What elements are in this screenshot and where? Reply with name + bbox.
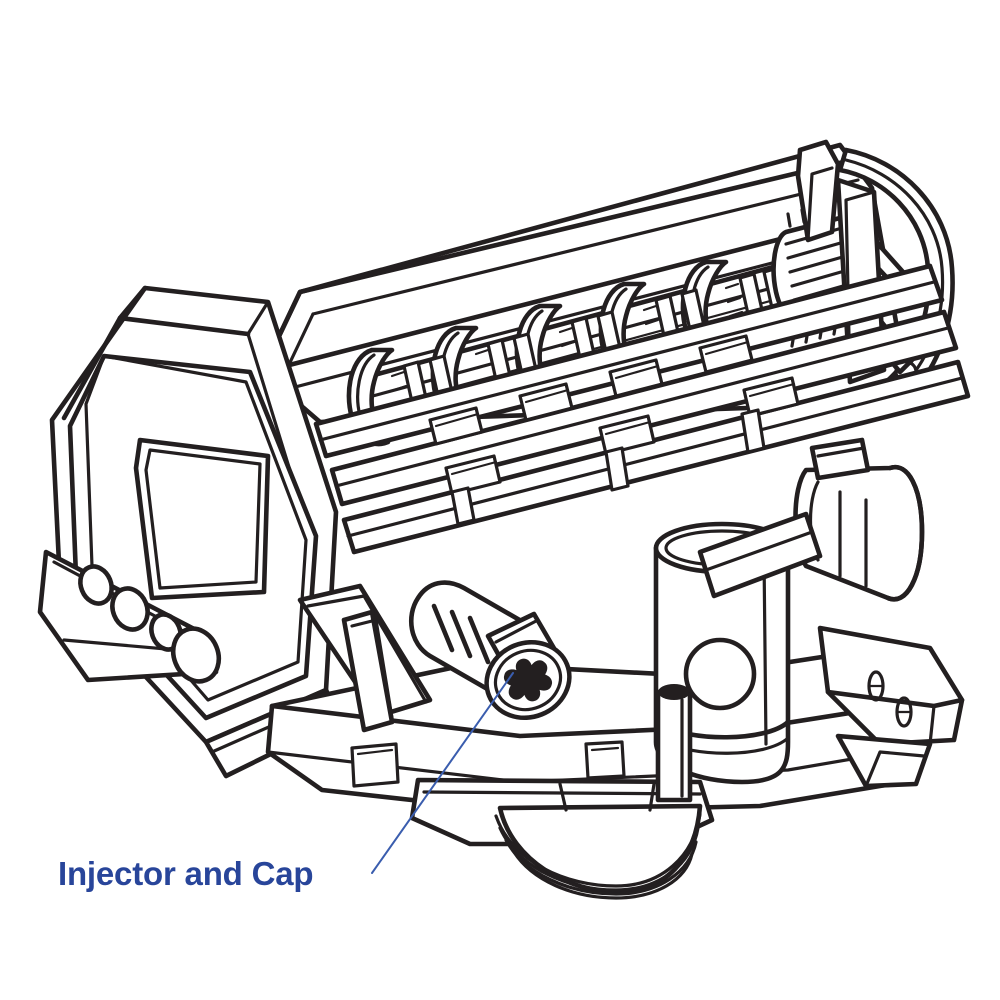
bypass-tube (697, 511, 823, 599)
cylinder-port (683, 637, 757, 711)
outlet-threads (494, 812, 702, 900)
mounting-bracket (817, 625, 965, 789)
callout-label-injector-and-cap: Injector and Cap (58, 855, 314, 892)
bracket-screw-hole-2 (895, 696, 913, 728)
rail-clips (428, 334, 800, 526)
control-head-housing (37, 285, 343, 779)
threaded-outlet (494, 782, 703, 900)
callout-leader-line (371, 672, 514, 874)
standpipe (655, 684, 693, 803)
control-button-2 (110, 586, 150, 632)
cap-spline-recess (503, 658, 553, 702)
lcd-display-screen (133, 437, 271, 601)
injector-cap[interactable] (475, 630, 581, 730)
drive-motor-housing (793, 437, 925, 602)
control-button-4 (170, 626, 222, 684)
bracket-screw-hole-1 (867, 670, 885, 702)
base-connectors (350, 740, 626, 788)
injector-ribs (431, 603, 491, 665)
control-button-1 (78, 564, 114, 606)
